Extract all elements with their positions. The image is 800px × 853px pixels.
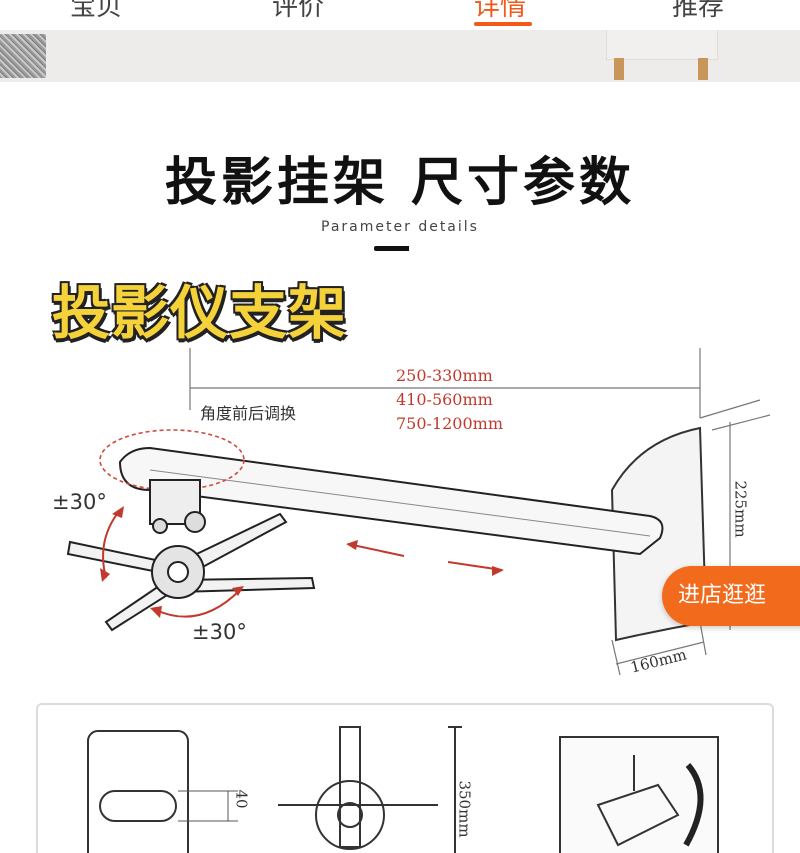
active-tab-indicator (474, 22, 532, 26)
title-divider-dot (404, 246, 409, 251)
length-option-2: 410-560mm (396, 390, 493, 409)
previous-image-strip (0, 30, 800, 82)
angle-bottom-label: ±30° (192, 620, 247, 644)
furniture-leg (614, 58, 624, 80)
angle-left-label: ±30° (52, 490, 107, 514)
visit-store-button[interactable]: 进店逛逛 (662, 566, 800, 626)
technical-drawings-panel (36, 703, 774, 853)
length-option-1: 250-330mm (396, 366, 493, 385)
furniture-leg (698, 58, 708, 80)
section-subtitle: Parameter details (321, 219, 479, 235)
rotation-ring (99, 429, 245, 491)
technical-drawings (87, 726, 719, 853)
title-divider (374, 246, 408, 251)
tab-recommend[interactable]: 推荐 (672, 0, 725, 22)
furniture-image (606, 30, 718, 60)
tab-bar: 宝贝 评价 详情 推荐 (0, 0, 800, 30)
angle-note: 角度前后调换 (200, 404, 297, 423)
product-badge: 投影仪支架 (52, 279, 348, 347)
width-dimension (611, 621, 707, 676)
extension-arm (118, 446, 664, 556)
joint-knob (184, 511, 206, 533)
length-option-3: 750-1200mm (396, 414, 504, 433)
stone-texture (0, 34, 46, 78)
tab-products[interactable]: 宝贝 (70, 0, 123, 22)
tab-reviews[interactable]: 评价 (272, 0, 325, 22)
slot-height-label: 40 (232, 789, 251, 809)
height-label: 225mm (731, 480, 750, 538)
joint-knob-small (152, 518, 168, 534)
projector-cross-mount (66, 512, 316, 632)
tab-details[interactable]: 详情 (474, 0, 527, 22)
section-title: 投影挂架 尺寸参数 (164, 153, 636, 213)
plate-size-label: 350mm (455, 780, 474, 838)
length-dimension (189, 348, 761, 419)
